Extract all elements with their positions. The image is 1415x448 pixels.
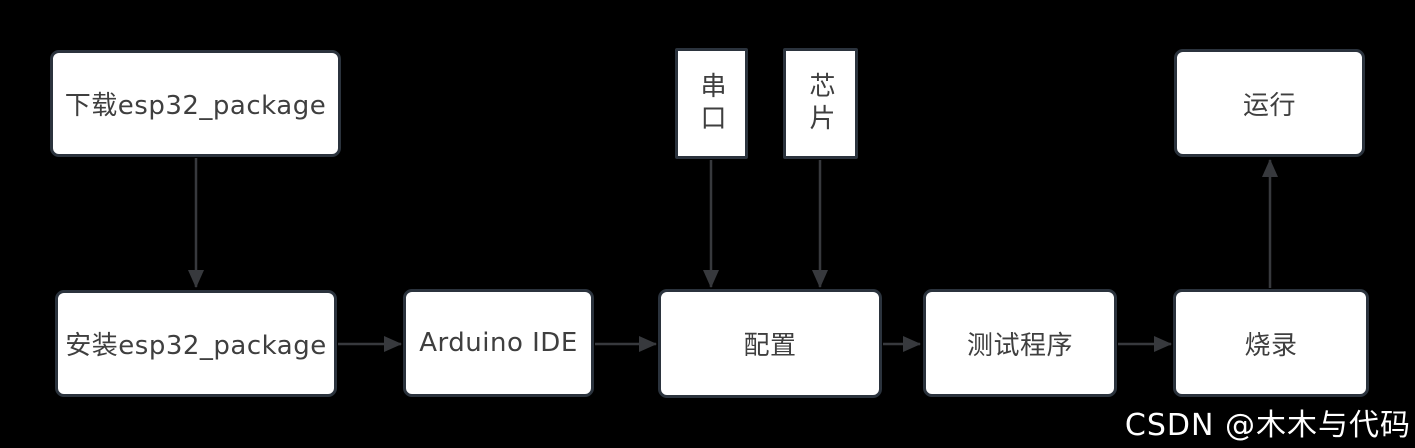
csdn-watermark: CSDN @木木与代码 — [1124, 408, 1411, 443]
node-install-label: 安装esp32_package — [65, 331, 327, 361]
node-download-label: 下载esp32_package — [64, 91, 327, 121]
node-download-esp32-package[interactable]: 下载esp32_package — [50, 50, 341, 157]
node-test-program[interactable]: 测试程序 — [923, 289, 1117, 397]
node-serial-label: 串口 — [696, 71, 726, 136]
node-config[interactable]: 配置 — [658, 289, 882, 398]
node-install-esp32-package[interactable]: 安装esp32_package — [55, 290, 337, 397]
node-burn[interactable]: 烧录 — [1173, 289, 1369, 397]
node-serial-port[interactable]: 串口 — [675, 48, 748, 159]
node-run[interactable]: 运行 — [1174, 49, 1365, 157]
node-run-label: 运行 — [1242, 90, 1296, 121]
node-burn-label: 烧录 — [1244, 330, 1298, 361]
node-config-label: 配置 — [743, 331, 797, 361]
node-arduino-ide[interactable]: Arduino IDE — [403, 289, 594, 397]
node-chip[interactable]: 芯片 — [783, 48, 858, 159]
node-chip-label: 芯片 — [805, 71, 835, 136]
node-arduino-label: Arduino IDE — [419, 328, 578, 358]
node-test-label: 测试程序 — [966, 330, 1073, 361]
